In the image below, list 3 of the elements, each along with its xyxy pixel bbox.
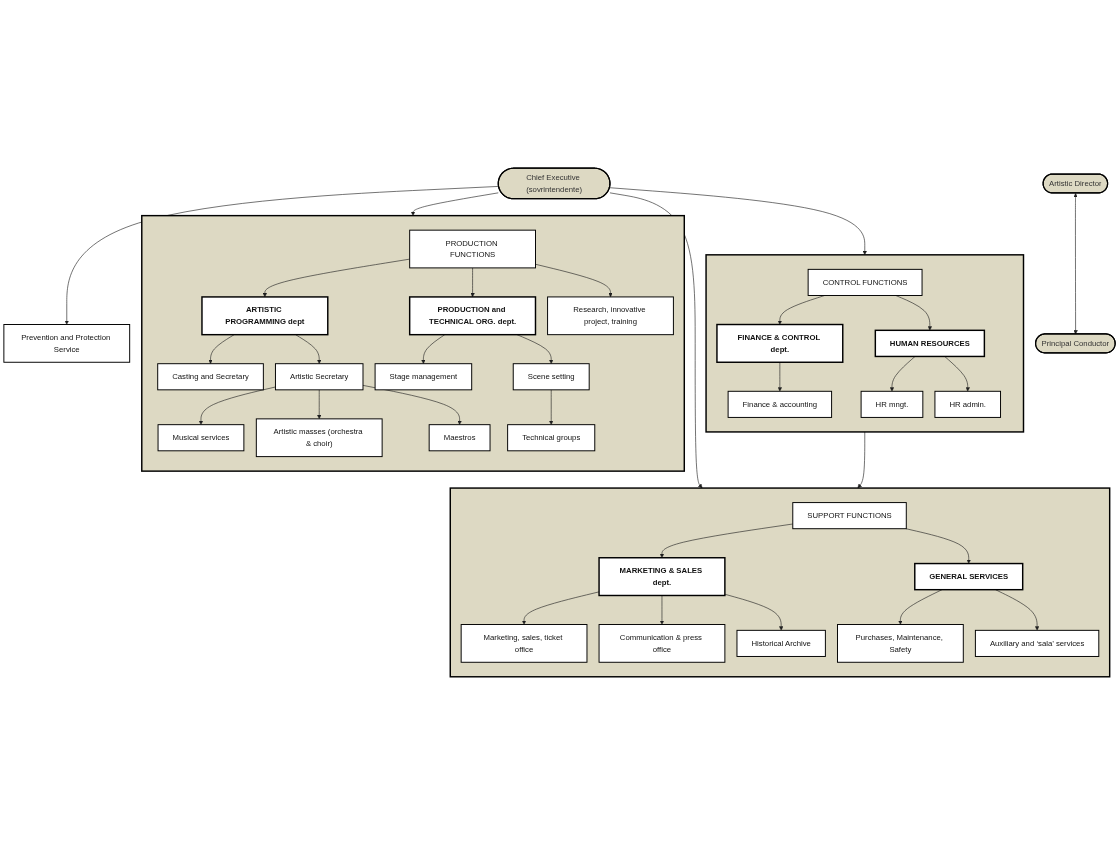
cluster (449, 487, 1111, 678)
cluster (705, 254, 1025, 433)
cluster (141, 214, 685, 472)
